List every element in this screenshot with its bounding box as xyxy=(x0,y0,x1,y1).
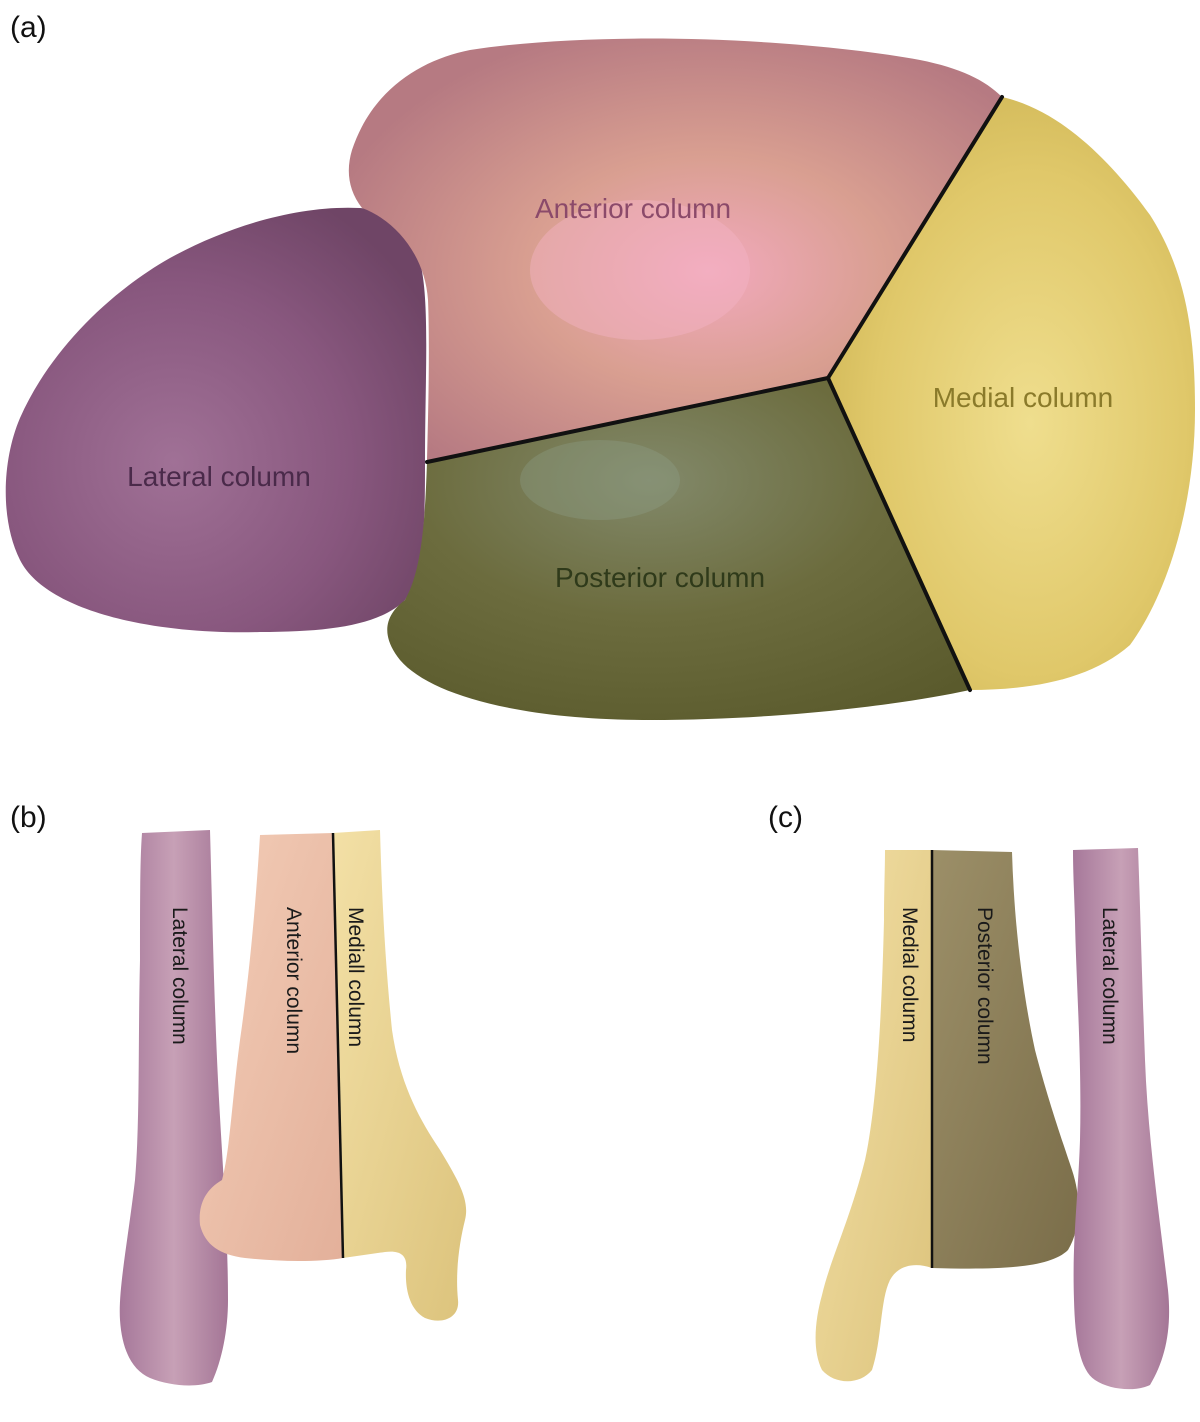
medial-column-label: Medial column xyxy=(933,382,1114,413)
anterior-column-label-b: Anterior column xyxy=(282,907,305,1054)
panel-label-b: (b) xyxy=(10,801,47,834)
posterior-highlight xyxy=(520,440,680,520)
fibula-c xyxy=(1073,848,1170,1390)
panel-c: (c) Medial column Posterior column Later… xyxy=(768,801,1170,1390)
posterior-column-label: Posterior column xyxy=(555,562,765,593)
panel-a: (a) Anterior column Lateral column Media… xyxy=(5,11,1195,720)
posterior-column-label-c: Posterior column xyxy=(973,907,996,1065)
lateral-column-label-b: Lateral column xyxy=(168,907,191,1045)
anterior-column-region xyxy=(348,38,1002,462)
divider-anterior-posterior xyxy=(425,376,830,464)
divider-anterior-medial-b xyxy=(331,832,345,1259)
medial-bone-c xyxy=(815,850,932,1382)
fibula-b xyxy=(119,830,228,1386)
posterior-bone-c xyxy=(932,850,1079,1269)
anterior-bone-b xyxy=(199,833,343,1261)
lateral-column-label-c: Lateral column xyxy=(1098,907,1121,1045)
lateral-column-label: Lateral column xyxy=(127,461,311,492)
panel-label-a: (a) xyxy=(10,11,47,44)
panel-label-c: (c) xyxy=(768,801,803,834)
medial-column-label-b: Mediall column xyxy=(344,907,367,1047)
panel-b: (b) Lateral column Anterior column Media… xyxy=(10,801,467,1386)
divider-medial-posterior xyxy=(826,376,972,692)
medial-bone-b xyxy=(333,830,467,1321)
medial-column-label-c: Medial column xyxy=(898,907,921,1042)
posterior-column-region xyxy=(387,378,970,720)
anterior-column-label: Anterior column xyxy=(535,193,731,224)
divider-anterior-medial xyxy=(826,95,1004,380)
anterior-highlight xyxy=(530,200,750,340)
medial-column-region xyxy=(828,97,1195,690)
lateral-column-region xyxy=(5,207,427,633)
